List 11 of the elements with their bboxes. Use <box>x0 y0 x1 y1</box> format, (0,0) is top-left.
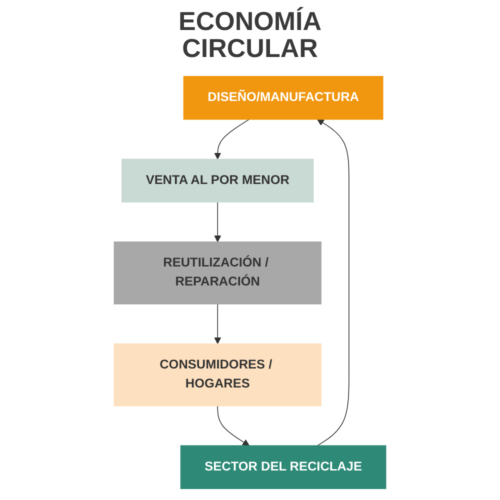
arrow <box>316 119 350 446</box>
center-heading: ECONOMÍA CIRCULAR <box>178 8 322 63</box>
node-box: SECTOR DEL RECICLAJE <box>180 445 386 490</box>
node-box: DISEÑO/MANUFACTURA <box>183 76 384 120</box>
arrow <box>214 202 222 242</box>
node-box: CONSUMIDORES / HOGARES <box>114 343 322 406</box>
node-box: VENTA AL POR MENOR <box>122 158 314 203</box>
arrow <box>217 405 250 446</box>
arrow <box>214 118 250 160</box>
node-box: REUTILIZACIÓN / REPARACIÓN <box>114 242 322 304</box>
arrow <box>214 304 222 344</box>
